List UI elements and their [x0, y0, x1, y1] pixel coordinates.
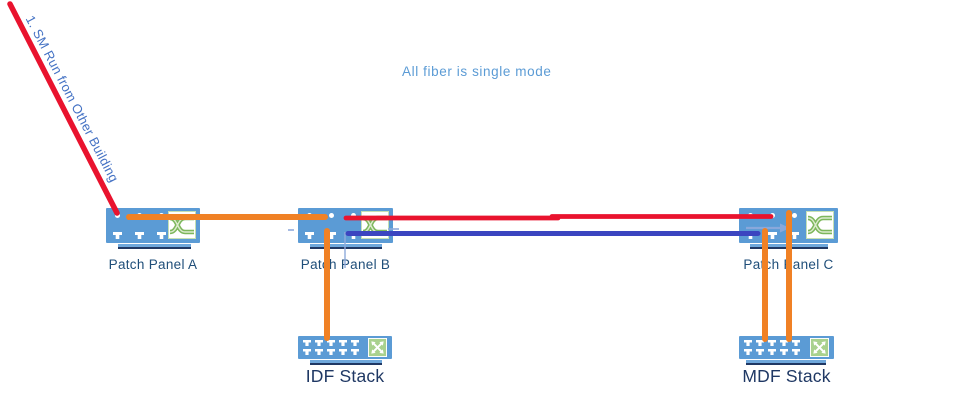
- ports: [744, 340, 800, 355]
- port: [351, 349, 359, 355]
- port: [780, 349, 788, 355]
- ports: [746, 213, 799, 239]
- port: [305, 232, 314, 239]
- port: [327, 232, 336, 239]
- port: [327, 340, 335, 346]
- port: [339, 349, 347, 355]
- port: [159, 213, 164, 218]
- port: [790, 232, 799, 239]
- patch-panel-b-label: Patch Panel B: [300, 257, 391, 272]
- port: [768, 340, 776, 346]
- port: [315, 349, 323, 355]
- idf-stack[interactable]: [298, 336, 392, 359]
- switch-icon: [368, 338, 387, 357]
- port: [744, 349, 752, 355]
- patch-panel-a-label: Patch Panel A: [108, 257, 198, 272]
- ports: [303, 340, 359, 355]
- port: [349, 232, 358, 239]
- port: [137, 213, 142, 218]
- patch-panel-icon: [806, 211, 834, 239]
- port: [746, 232, 755, 239]
- port: [135, 232, 144, 239]
- device-underline: [118, 244, 191, 249]
- patch-panel-c-label: Patch Panel C: [743, 257, 834, 272]
- port: [768, 349, 776, 355]
- device-underline: [310, 244, 382, 249]
- port: [792, 340, 800, 346]
- port: [113, 232, 122, 239]
- patch-panel-c[interactable]: [739, 208, 838, 243]
- mdf-stack[interactable]: [739, 336, 834, 359]
- patch-panel-icon: [168, 211, 196, 239]
- device-underline: [310, 360, 382, 365]
- patch-panel-icon: [361, 211, 389, 239]
- port: [339, 340, 347, 346]
- patch-panel-b[interactable]: [298, 208, 393, 243]
- port: [351, 340, 359, 346]
- port: [157, 232, 166, 239]
- port: [351, 213, 356, 218]
- port: [792, 349, 800, 355]
- port: [756, 349, 764, 355]
- sm-run-text[interactable]: 1. SM Run from Other Building: [22, 13, 122, 185]
- port: [768, 232, 777, 239]
- port: [307, 213, 312, 218]
- port: [115, 213, 120, 218]
- port: [792, 213, 797, 218]
- port: [329, 213, 334, 218]
- device-underline: [750, 244, 828, 249]
- mdf-stack-label: MDF Stack: [742, 366, 831, 386]
- port: [748, 213, 753, 218]
- port: [756, 340, 764, 346]
- port: [315, 340, 323, 346]
- port: [770, 213, 775, 218]
- port: [303, 349, 311, 355]
- switch-icon: [810, 338, 829, 357]
- port: [744, 340, 752, 346]
- device-underline: [746, 360, 826, 365]
- patch-panel-a[interactable]: [106, 208, 200, 243]
- ports: [113, 213, 166, 239]
- idf-stack-label: IDF Stack: [305, 366, 385, 386]
- fiber-note-text[interactable]: All fiber is single mode: [402, 64, 552, 79]
- port: [303, 340, 311, 346]
- ports: [305, 213, 358, 239]
- port: [780, 340, 788, 346]
- port: [327, 349, 335, 355]
- cable-sm-run-red[interactable]: [7, 1, 120, 216]
